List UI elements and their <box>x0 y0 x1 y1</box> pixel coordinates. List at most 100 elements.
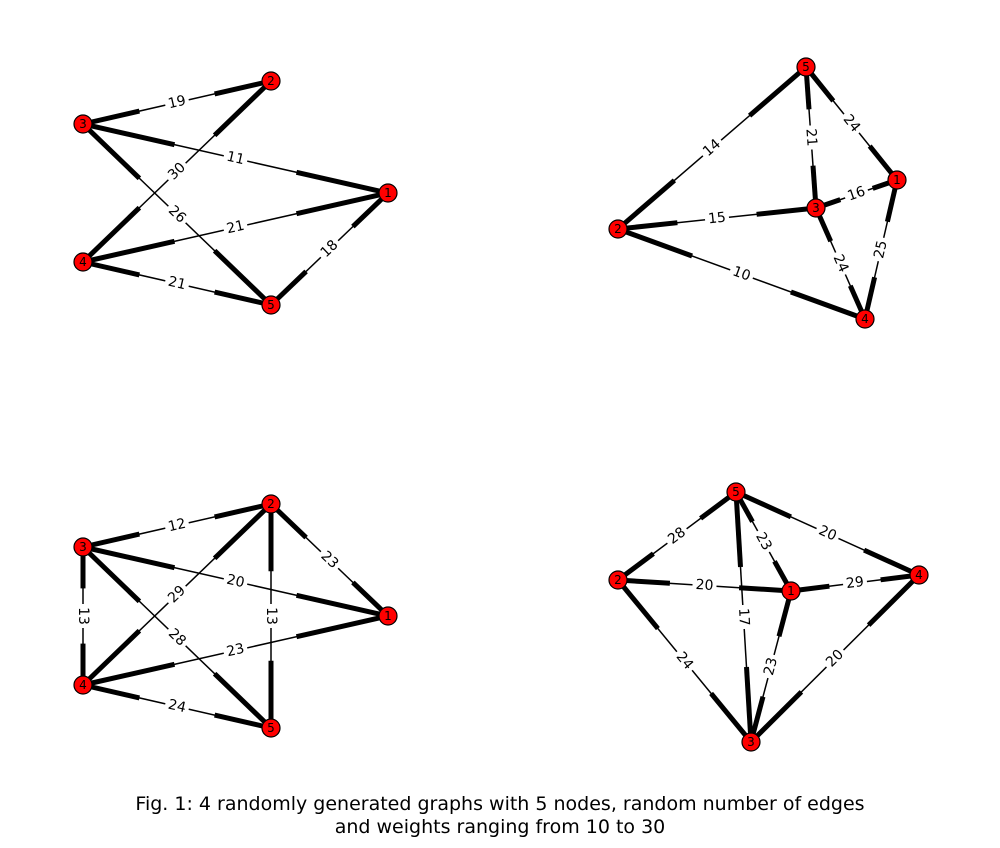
edge-end-source <box>82 259 140 278</box>
edge-weight-label: 17 <box>733 604 754 630</box>
node-circle <box>73 114 93 134</box>
edge-weight-background <box>841 572 869 594</box>
node-label: 3 <box>79 117 87 131</box>
node-circle <box>741 732 761 752</box>
edge-weight-label: 25 <box>869 235 893 264</box>
edge-weight-label: 30 <box>162 156 192 187</box>
edge-weight-label: 24 <box>836 108 867 139</box>
node-label: 4 <box>79 678 87 692</box>
edge-weight-background <box>221 216 250 239</box>
node-circle <box>781 581 801 601</box>
edge-weight-label: 15 <box>704 208 730 229</box>
edge-weight-label: 21 <box>221 216 250 239</box>
node-label: 2 <box>267 74 275 88</box>
edge-weight-background <box>162 199 192 230</box>
edge-weight-text: 23 <box>752 530 775 553</box>
edge-weight-text: 23 <box>225 641 246 661</box>
edge-weight-background <box>262 604 280 628</box>
edge-weight-background <box>221 639 250 662</box>
edge-end-target <box>747 65 808 118</box>
node-label: 5 <box>802 60 810 74</box>
edge-weight-background <box>314 545 345 575</box>
node-circle <box>726 482 746 502</box>
node-label: 5 <box>732 485 740 499</box>
edge-weight-text: 13 <box>75 607 91 625</box>
node: 5 <box>261 718 281 738</box>
edge-weight-label: 24 <box>669 646 700 676</box>
edge-weight-label: 13 <box>262 604 280 628</box>
edge-weight-text: 20 <box>816 523 839 545</box>
edge-weight-background <box>163 695 191 718</box>
edge-weight-background <box>704 208 730 229</box>
edge-weight-background <box>801 124 821 151</box>
edge-weight-label: 10 <box>727 261 756 287</box>
node: 2 <box>261 494 281 514</box>
edge-weight-background <box>314 234 345 264</box>
node: 4 <box>855 309 875 329</box>
node: 2 <box>261 71 281 91</box>
node: 3 <box>73 537 93 557</box>
edge-end-target <box>863 547 921 578</box>
edge-end-target <box>214 712 272 731</box>
edge-end-source <box>82 108 140 127</box>
edge-weight-background <box>221 147 250 170</box>
edge-weight-label: 28 <box>162 622 192 653</box>
node: 2 <box>608 219 628 239</box>
edge-weight-label: 14 <box>697 133 727 163</box>
edge-weight-label: 23 <box>221 639 250 662</box>
edge-weight-text: 21 <box>802 128 819 147</box>
edge-weight-background <box>869 235 893 264</box>
node: 5 <box>726 482 746 502</box>
edge-end-source <box>82 661 176 688</box>
node: 5 <box>261 295 281 315</box>
edge-end-source <box>81 205 142 264</box>
edge-end-target <box>212 79 273 138</box>
node-label: 2 <box>614 222 622 236</box>
edge-weight-background <box>669 646 700 676</box>
node-label: 3 <box>747 735 755 749</box>
edge-weight-background <box>162 156 192 187</box>
edge-end-target <box>709 691 753 744</box>
edge-end-target <box>212 248 273 307</box>
edge-weight-background <box>759 652 783 681</box>
edge-weight-label: 23 <box>749 526 778 557</box>
edge-weight-label: 12 <box>163 514 191 537</box>
edge-weight-text: 21 <box>225 218 246 238</box>
edge-weight-label: 24 <box>827 248 854 279</box>
edge-end-target <box>744 666 754 743</box>
edge-end-source <box>82 531 140 550</box>
edge-end-source <box>616 178 677 231</box>
edge-weight-text: 21 <box>167 274 188 294</box>
edge-end-target <box>295 190 389 217</box>
edge-weight-background <box>162 579 192 610</box>
node: 2 <box>608 570 628 590</box>
edge-weight-label: 13 <box>74 604 92 628</box>
caption-line-1: Fig. 1: 4 randomly generated graphs with… <box>135 793 865 815</box>
edge-weight-label: 16 <box>842 181 871 207</box>
node: 1 <box>378 606 398 626</box>
edge-weight-text: 10 <box>730 263 752 284</box>
edge-layer <box>616 489 921 744</box>
node-label: 3 <box>79 540 87 554</box>
edge-weight-background <box>662 521 692 551</box>
edge-end-target <box>214 289 272 308</box>
edge-end-target <box>790 289 866 322</box>
node: 3 <box>73 114 93 134</box>
edge-weight-background <box>836 108 867 139</box>
edge-end-source <box>749 690 804 744</box>
node: 4 <box>909 565 929 585</box>
edge-weight-text: 13 <box>263 607 279 625</box>
edge-weight-label: 21 <box>801 124 821 151</box>
node-label: 1 <box>384 186 392 200</box>
node-circle <box>608 219 628 239</box>
node-circle <box>261 71 281 91</box>
edge-weight-label: 21 <box>163 272 191 295</box>
node: 3 <box>741 732 761 752</box>
node-circle <box>909 565 929 585</box>
node-label: 1 <box>787 584 795 598</box>
edge-weight-text: 17 <box>735 608 752 627</box>
